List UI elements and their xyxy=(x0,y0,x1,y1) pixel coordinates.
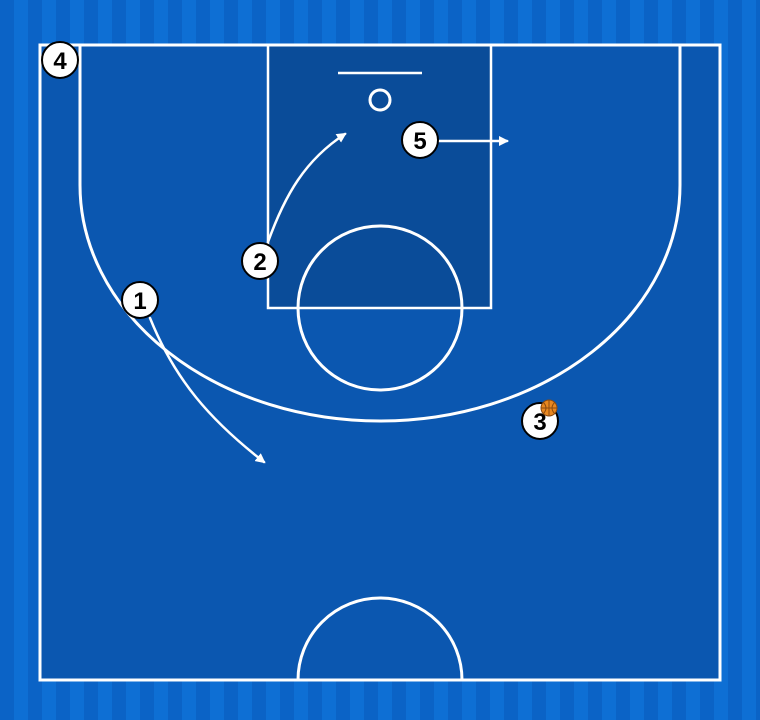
three-point-line xyxy=(78,45,682,423)
player-3-label: 3 xyxy=(533,409,546,436)
hoop xyxy=(368,88,392,112)
free-throw-circle xyxy=(296,224,464,392)
paint-outline xyxy=(266,43,493,310)
player-2-marker: 2 xyxy=(241,242,279,280)
basketball-icon xyxy=(540,399,558,417)
player-1-label: 1 xyxy=(133,288,146,315)
movement-arrow-player-2 xyxy=(266,132,347,244)
player-5-marker: 5 xyxy=(401,121,439,159)
center-circle xyxy=(296,596,464,681)
player-4-marker: 4 xyxy=(41,41,79,79)
player-2-label: 2 xyxy=(253,249,266,276)
player-1-marker: 1 xyxy=(121,281,159,319)
player-5-label: 5 xyxy=(413,128,426,155)
movement-arrow-player-1 xyxy=(148,316,266,464)
player-4-label: 4 xyxy=(53,48,67,75)
